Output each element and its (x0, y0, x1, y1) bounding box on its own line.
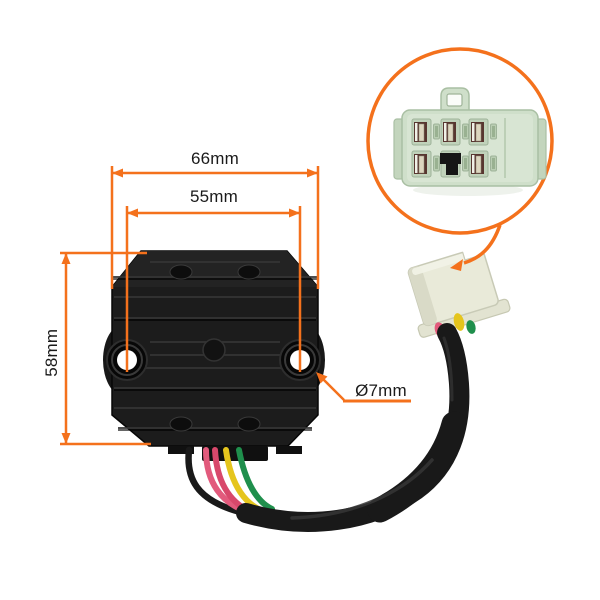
wire-exit-tab (202, 446, 268, 461)
hole-spacing-label: 55mm (189, 187, 239, 206)
callout-arrowhead (450, 259, 463, 271)
callout-pointer (463, 224, 502, 265)
boot-green (466, 320, 476, 334)
magnifier-callout (366, 47, 554, 271)
pin-cavities (411, 118, 497, 178)
dimension-66mm (110, 166, 320, 289)
dimension-55mm (125, 206, 302, 372)
body-height-label: 58mm (42, 328, 62, 377)
connector-face-graphic (393, 87, 547, 196)
wire-black (185, 446, 244, 516)
center-boss (202, 338, 226, 362)
boot-yellow (453, 313, 465, 331)
outer-width-label: 66mm (190, 149, 240, 168)
dimension-58mm (60, 251, 151, 446)
dimension-annotations (60, 166, 411, 446)
dimension-hole-diameter (316, 372, 411, 403)
wiring-harness (185, 242, 511, 532)
empty-key-cavity (440, 150, 469, 178)
cable-plug (407, 242, 511, 338)
regulator-body (103, 250, 325, 461)
wire-green (236, 447, 275, 512)
rivet-bumps (169, 264, 261, 432)
hole-diameter-label: Ø7mm (355, 381, 407, 400)
